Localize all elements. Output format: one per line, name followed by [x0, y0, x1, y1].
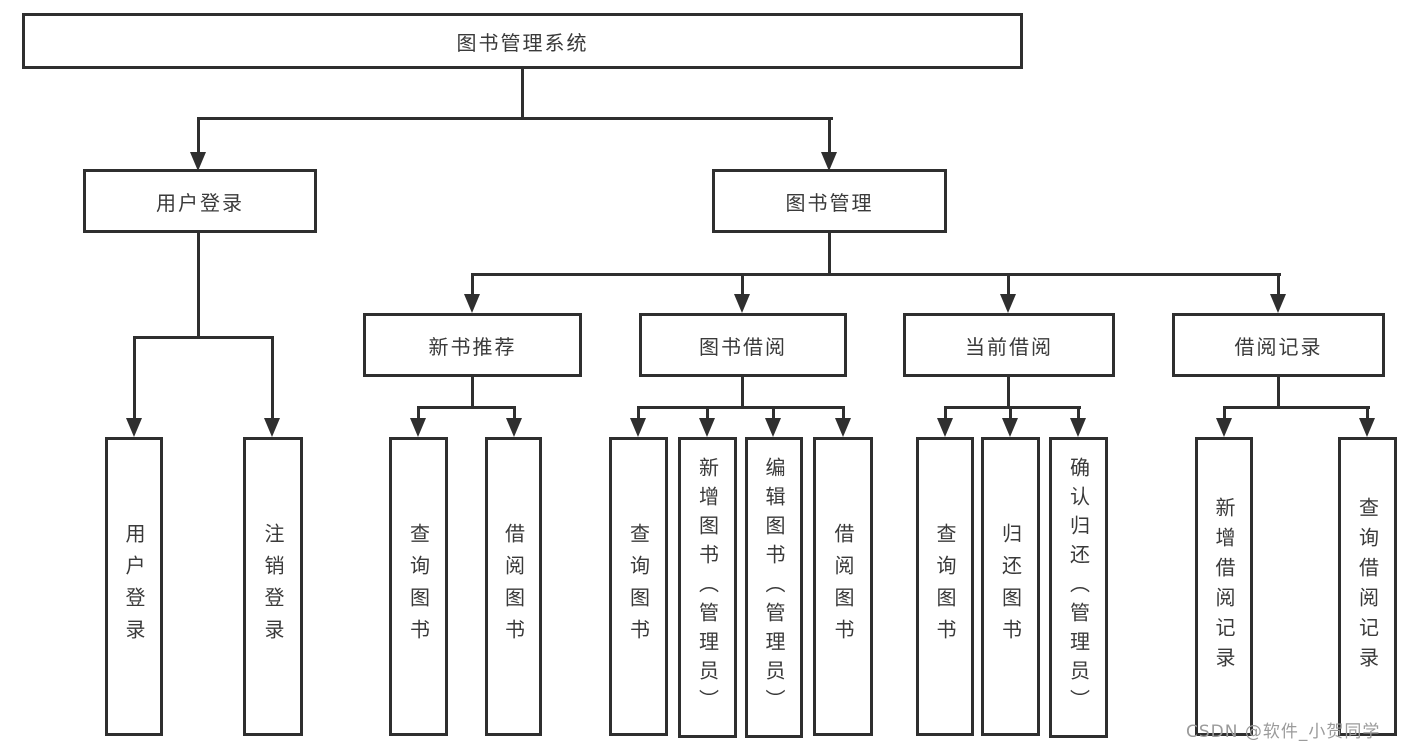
leaf-label: 查询图书: [626, 522, 651, 651]
connector-line: [197, 117, 833, 120]
connector-line: [1366, 406, 1369, 422]
node-label: 借阅记录: [1234, 334, 1323, 359]
arrow-down-icon: [264, 418, 280, 437]
connector-line: [1007, 377, 1010, 406]
connector-line: [1077, 406, 1080, 422]
node-user-login: 用户登录: [83, 169, 317, 233]
connector-line: [197, 117, 200, 154]
connector-line: [1223, 406, 1370, 409]
leaf-query-books-3: 查询图书: [916, 437, 974, 736]
node-new-book-recommend: 新书推荐: [363, 313, 582, 377]
connector-line: [828, 233, 831, 273]
connector-line: [741, 377, 744, 406]
arrow-down-icon: [1070, 418, 1086, 437]
node-root-label: 图书管理系统: [456, 30, 589, 55]
connector-line: [271, 336, 274, 420]
arrow-down-icon: [1000, 294, 1016, 313]
connector-line: [471, 377, 474, 406]
leaf-label: 注销登录: [261, 522, 285, 651]
connector-line: [1009, 406, 1012, 422]
arrow-down-icon: [734, 294, 750, 313]
connector-line: [1277, 273, 1280, 297]
leaf-query-books-1: 查询图书: [389, 437, 448, 736]
connector-line: [417, 406, 516, 409]
connector-line: [1223, 406, 1226, 422]
leaf-label: 查询图书: [406, 522, 431, 651]
arrow-down-icon: [506, 418, 522, 437]
arrow-down-icon: [630, 418, 646, 437]
leaf-query-books-2: 查询图书: [609, 437, 668, 736]
connector-line: [513, 406, 516, 422]
leaf-label: 借阅图书: [831, 522, 855, 651]
connector-line: [706, 406, 709, 422]
arrow-down-icon: [1002, 418, 1018, 437]
csdn-watermark: CSDN @软件_小贺同学: [1186, 722, 1381, 742]
connector-line: [828, 117, 831, 154]
leaf-label: 用户登录: [122, 522, 146, 651]
leaf-confirm-return-admin: 确认归还（管理员）: [1049, 437, 1108, 738]
leaf-label: 编辑图书（管理员）: [762, 457, 786, 718]
leaf-label: 新增图书（管理员）: [695, 457, 720, 718]
leaf-label: 查询借阅记录: [1355, 496, 1380, 677]
connector-line: [521, 69, 524, 117]
connector-line: [944, 406, 947, 422]
node-label: 用户登录: [156, 190, 244, 215]
leaf-label: 确认归还（管理员）: [1066, 457, 1091, 718]
arrow-down-icon: [410, 418, 426, 437]
node-book-management: 图书管理: [712, 169, 947, 233]
leaf-user-login: 用户登录: [105, 437, 163, 736]
arrow-down-icon: [699, 418, 715, 437]
connector-line: [471, 273, 474, 297]
connector-line: [637, 406, 845, 409]
connector-line: [1007, 273, 1010, 297]
connector-line: [772, 406, 775, 422]
connector-line: [1277, 377, 1280, 406]
arrow-down-icon: [937, 418, 953, 437]
connector-line: [741, 273, 744, 297]
arrow-down-icon: [1270, 294, 1286, 313]
leaf-add-book-admin: 新增图书（管理员）: [678, 437, 737, 738]
node-label: 新书推荐: [428, 334, 517, 359]
leaf-query-borrow-record: 查询借阅记录: [1338, 437, 1397, 736]
connector-line: [133, 336, 136, 420]
arrow-down-icon: [1359, 418, 1375, 437]
arrow-down-icon: [464, 294, 480, 313]
leaf-label: 归还图书: [998, 522, 1023, 651]
arrow-down-icon: [126, 418, 142, 437]
node-root-system: 图书管理系统: [22, 13, 1023, 69]
connector-line: [637, 406, 640, 422]
node-book-borrow: 图书借阅: [639, 313, 847, 377]
connector-line: [197, 233, 200, 336]
connector-line: [842, 406, 845, 422]
leaf-label: 新增借阅记录: [1212, 496, 1236, 677]
node-label: 图书管理: [785, 190, 874, 215]
node-label: 图书借阅: [699, 334, 787, 359]
connector-line: [471, 273, 1281, 276]
leaf-return-books: 归还图书: [981, 437, 1040, 736]
leaf-edit-book-admin: 编辑图书（管理员）: [745, 437, 803, 738]
leaf-borrow-books-2: 借阅图书: [813, 437, 873, 736]
arrow-down-icon: [190, 152, 206, 171]
arrow-down-icon: [835, 418, 851, 437]
leaf-borrow-books-1: 借阅图书: [485, 437, 542, 736]
connector-line: [944, 406, 1081, 409]
arrow-down-icon: [765, 418, 781, 437]
arrow-down-icon: [821, 152, 837, 171]
leaf-label: 借阅图书: [501, 522, 526, 651]
node-borrow-records: 借阅记录: [1172, 313, 1385, 377]
connector-line: [133, 336, 274, 339]
node-label: 当前借阅: [965, 334, 1053, 359]
leaf-add-borrow-record: 新增借阅记录: [1195, 437, 1253, 736]
node-current-borrow: 当前借阅: [903, 313, 1115, 377]
arrow-down-icon: [1216, 418, 1232, 437]
leaf-label: 查询图书: [933, 522, 957, 651]
leaf-logout: 注销登录: [243, 437, 303, 736]
connector-line: [417, 406, 420, 422]
